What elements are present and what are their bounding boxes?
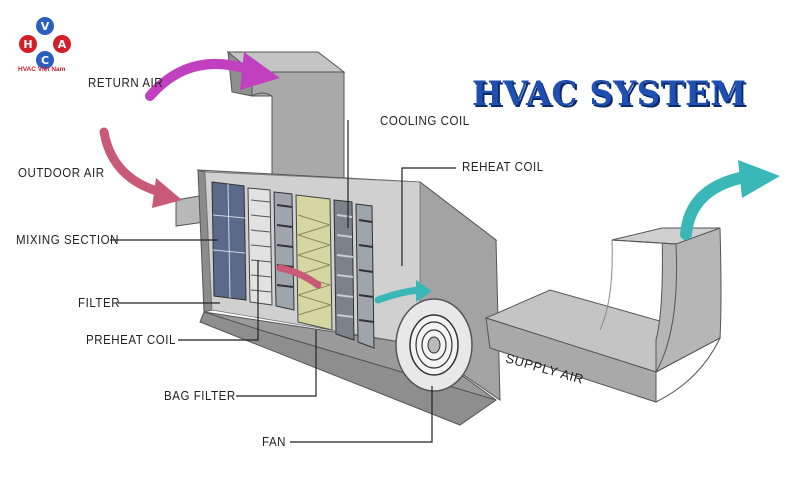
internal-airflow-arrowhead-teal xyxy=(416,280,432,302)
hvac-vietnam-logo: V H A C xyxy=(19,17,71,69)
supply-air-duct xyxy=(484,227,722,403)
mixing-section xyxy=(211,181,247,301)
logo-emblem-icon: V H A C xyxy=(19,17,71,69)
return-air-arrowhead xyxy=(240,52,280,90)
label-cooling-coil: COOLING COIL xyxy=(380,114,470,128)
label-preheat-coil: PREHEAT COIL xyxy=(86,333,176,347)
logo-letter-a: A xyxy=(58,38,67,51)
reheat-coil xyxy=(355,203,375,349)
outdoor-air-arrowhead xyxy=(152,178,182,208)
cooling-coil xyxy=(333,199,355,341)
label-mixing-section: MIXING SECTION xyxy=(16,233,119,247)
label-fan: FAN xyxy=(262,435,287,449)
label-outdoor-air: OUTDOOR AIR xyxy=(18,166,105,180)
label-reheat-coil: REHEAT COIL xyxy=(462,160,544,174)
label-filter: FILTER xyxy=(78,296,121,310)
diagram-title: HVAC SYSTEM xyxy=(472,74,747,114)
supply-air-arrow xyxy=(680,172,746,240)
label-bag-filter: BAG FILTER xyxy=(164,389,236,403)
logo-letter-v: V xyxy=(41,20,50,33)
outdoor-air-arrow xyxy=(99,127,165,197)
leader-lines xyxy=(110,120,456,443)
return-air-arrow xyxy=(145,59,255,101)
bag-filter xyxy=(295,194,333,331)
preheat-coil xyxy=(273,191,295,311)
label-return-air: RETURN AIR xyxy=(88,76,164,90)
logo-caption: HVAC Việt Nam xyxy=(18,66,66,73)
supply-air-arrowhead xyxy=(738,160,780,198)
fan xyxy=(395,298,473,392)
internal-airflow-arrow-red xyxy=(276,264,322,289)
filter xyxy=(247,187,273,306)
internal-airflow-arrow-teal xyxy=(374,286,422,304)
logo-letter-c: C xyxy=(41,54,49,67)
logo-letter-h: H xyxy=(23,38,32,51)
